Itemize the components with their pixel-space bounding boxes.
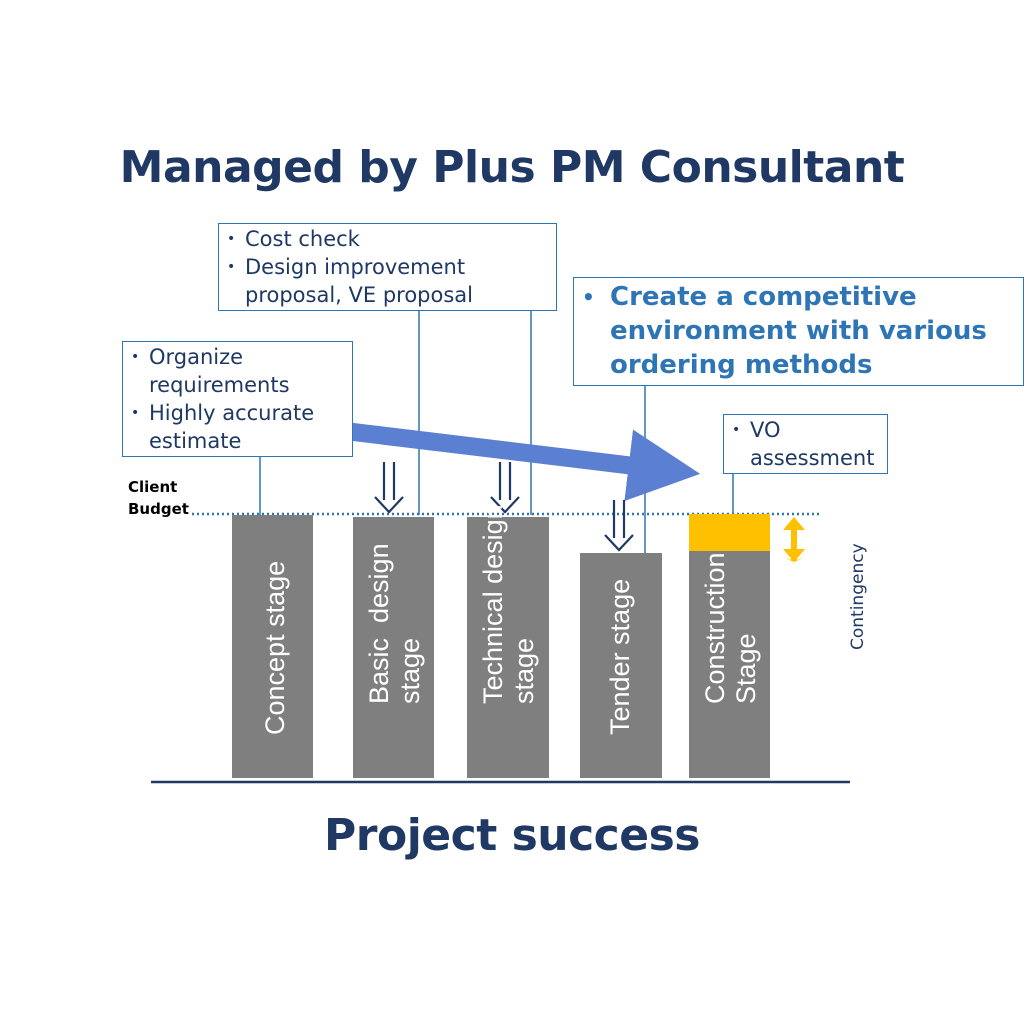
reduction-arrow-basic-design [374, 462, 404, 514]
note-design-stages: Cost check Design improvement proposal, … [218, 223, 557, 311]
client-budget-label-line: Client [128, 478, 178, 496]
contingency-label: Contingency [848, 543, 868, 650]
note-item: Create a competitive environment with va… [582, 280, 1015, 382]
bar-concept-stage: Concept stage [232, 515, 313, 778]
note-item: Organize requirements [131, 343, 344, 399]
client-budget-label-line: Budget [128, 500, 189, 518]
bar-label-line: stage [394, 637, 425, 704]
bar-technical-design-stage: Technical design stage [467, 504, 549, 778]
bar-label-line: stage [509, 637, 539, 704]
diagram-footer: Project success [324, 810, 700, 861]
note-tender-stage: Create a competitive environment with va… [573, 277, 1024, 386]
reduction-arrow-technical-design [490, 462, 520, 514]
bar-basic-design-stage: Basic design stage [353, 517, 434, 778]
bar-label: Tender stage [605, 579, 636, 735]
note-item: VO assessment [732, 416, 879, 472]
bar-label: Basic design stage [364, 543, 426, 704]
bar-label-line: Technical design [478, 504, 508, 704]
contingency-block [689, 514, 770, 551]
note-concept-stage: Organize requirements Highly accurate es… [122, 341, 353, 457]
note-item: Design improvement proposal, VE proposal [227, 253, 548, 309]
diagram-title: Managed by Plus PM Consultant [119, 142, 905, 193]
bar-tender-stage: Tender stage [580, 553, 662, 778]
bar-construction-stage: Construction Stage [689, 551, 770, 778]
bar-label: Construction Stage [700, 552, 762, 704]
bar-label-line: Stage [730, 633, 761, 704]
note-item: Highly accurate estimate [131, 399, 344, 455]
bar-label-line: Tender stage [605, 578, 635, 735]
contingency-arrow [783, 517, 805, 562]
bar-label-line: Construction [699, 552, 730, 704]
bar-label-line: Concept stage [259, 560, 290, 735]
trend-arrow [293, 416, 701, 501]
bar-label: Technical design stage [478, 504, 540, 704]
bar-label-line: Basic design [363, 543, 394, 704]
bar-label: Concept stage [260, 561, 291, 735]
note-construction-stage: VO assessment [723, 414, 888, 474]
client-budget-label: Client Budget [128, 476, 189, 520]
note-item: Cost check [227, 225, 548, 253]
reduction-arrow-tender [604, 500, 634, 552]
